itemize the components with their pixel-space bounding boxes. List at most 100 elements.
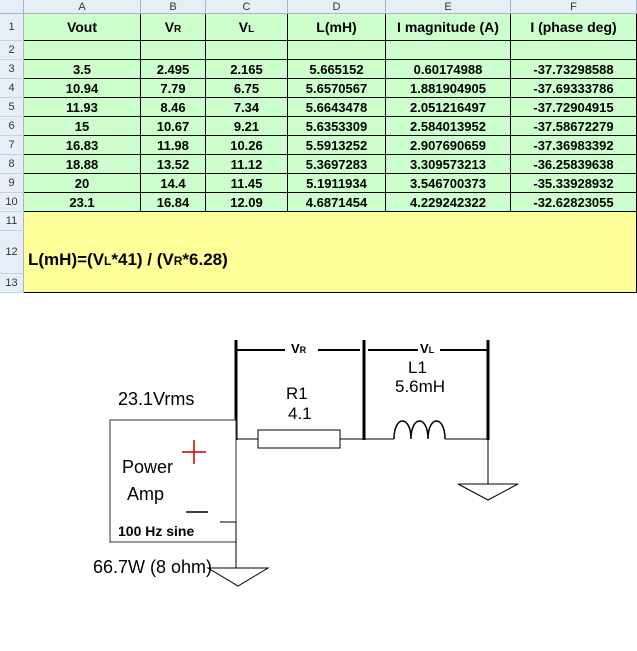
data-cell[interactable]: -37.69333786 — [511, 79, 637, 98]
data-cell[interactable]: 5.6353309 — [288, 117, 386, 136]
data-cell[interactable]: 3.309573213 — [386, 155, 511, 174]
formula-part: *6.28) — [182, 250, 228, 269]
header-cell-i-phase[interactable]: I (phase deg) — [511, 14, 637, 41]
header-vl-main: V — [238, 19, 249, 35]
formula-sub: L — [104, 254, 112, 268]
row-header-5[interactable]: 5 — [0, 98, 24, 117]
header-cell-i-magnitude[interactable]: I magnitude (A) — [386, 14, 511, 41]
data-cell[interactable]: 15 — [24, 117, 141, 136]
inductor-name-label: L1 — [408, 358, 427, 377]
data-cell[interactable]: 5.665152 — [288, 60, 386, 79]
data-cell[interactable]: 2.165 — [206, 60, 288, 79]
formula-area[interactable] — [24, 212, 637, 293]
data-cell[interactable]: 7.79 — [141, 79, 206, 98]
header-cell-inductance[interactable]: L(mH) — [288, 14, 386, 41]
data-cell[interactable]: 12.09 — [206, 193, 288, 212]
data-cell[interactable]: 4.6871454 — [288, 193, 386, 212]
row-header-4[interactable]: 4 — [0, 79, 24, 98]
data-cell[interactable]: 11.98 — [141, 136, 206, 155]
ground-symbol-right — [457, 483, 519, 501]
power-label-1: Power — [122, 457, 174, 477]
empty-cell[interactable] — [511, 41, 637, 60]
signal-label: 100 Hz sine — [118, 523, 195, 539]
header-cell-vr[interactable]: VR — [141, 14, 206, 41]
empty-cell[interactable] — [288, 41, 386, 60]
data-cell[interactable]: 23.1 — [24, 193, 141, 212]
data-cell[interactable]: 2.907690659 — [386, 136, 511, 155]
power-amp-box — [109, 419, 237, 543]
row-header-2[interactable]: 2 — [0, 41, 24, 60]
column-header-c[interactable]: C — [206, 0, 288, 14]
data-cell[interactable]: -32.62823055 — [511, 193, 637, 212]
data-cell[interactable]: -37.58672279 — [511, 117, 637, 136]
row-header-9[interactable]: 9 — [0, 174, 24, 193]
row-header-7[interactable]: 7 — [0, 136, 24, 155]
data-cell[interactable]: 14.4 — [141, 174, 206, 193]
empty-cell[interactable] — [206, 41, 288, 60]
data-cell[interactable]: -35.33928932 — [511, 174, 637, 193]
data-cell[interactable]: 8.46 — [141, 98, 206, 117]
data-cell[interactable]: 7.34 — [206, 98, 288, 117]
column-header-a[interactable]: A — [24, 0, 141, 14]
data-cell[interactable]: 5.3697283 — [288, 155, 386, 174]
power-label-2: Amp — [127, 484, 165, 504]
empty-cell[interactable] — [141, 41, 206, 60]
data-cell[interactable]: 13.52 — [141, 155, 206, 174]
column-header-e[interactable]: E — [386, 0, 511, 14]
data-cell[interactable]: 5.5913252 — [288, 136, 386, 155]
data-cell[interactable]: 5.1911934 — [288, 174, 386, 193]
row-header-12[interactable]: 12 — [0, 231, 24, 274]
resistor-value-label: 4.1 — [288, 404, 312, 423]
row-header-8[interactable]: 8 — [0, 155, 24, 174]
data-cell[interactable]: 16.84 — [141, 193, 206, 212]
data-cell[interactable]: 16.83 — [24, 136, 141, 155]
vr-label: VR — [291, 341, 306, 356]
data-cell[interactable]: 20 — [24, 174, 141, 193]
data-cell[interactable]: 4.229242322 — [386, 193, 511, 212]
data-cell[interactable]: 18.88 — [24, 155, 141, 174]
vl-label-sub: L — [428, 345, 435, 355]
header-cell-vout[interactable]: Vout — [24, 14, 141, 41]
data-cell[interactable]: -37.36983392 — [511, 136, 637, 155]
data-cell[interactable]: 11.93 — [24, 98, 141, 117]
row-header-10[interactable]: 10 — [0, 193, 24, 212]
header-vl-sub: L — [248, 24, 255, 35]
data-cell[interactable]: 9.21 — [206, 117, 288, 136]
data-cell[interactable]: 10.26 — [206, 136, 288, 155]
row-header-3[interactable]: 3 — [0, 60, 24, 79]
data-cell[interactable]: 2.495 — [141, 60, 206, 79]
row-header-6[interactable]: 6 — [0, 117, 24, 136]
formula-part: L(mH)=(V — [28, 250, 105, 269]
data-cell[interactable]: 3.546700373 — [386, 174, 511, 193]
data-cell[interactable]: -37.72904915 — [511, 98, 637, 117]
header-cell-vl[interactable]: VL — [206, 14, 288, 41]
data-cell[interactable]: 10.94 — [24, 79, 141, 98]
resistor-symbol — [257, 429, 341, 449]
column-header-d[interactable]: D — [288, 0, 386, 14]
data-cell[interactable]: 10.67 — [141, 117, 206, 136]
data-cell[interactable]: 2.051216497 — [386, 98, 511, 117]
vl-label-main: V — [420, 341, 429, 356]
data-cell[interactable]: -36.25839638 — [511, 155, 637, 174]
data-cell[interactable]: 1.881904905 — [386, 79, 511, 98]
empty-cell[interactable] — [24, 41, 141, 60]
data-cell[interactable]: 11.45 — [206, 174, 288, 193]
data-cell[interactable]: 0.60174988 — [386, 60, 511, 79]
formula-text: L(mH)=(VL*41) / (VR*6.28) — [28, 250, 228, 270]
column-header-b[interactable]: B — [141, 0, 206, 14]
row-header-1[interactable]: 1 — [0, 14, 24, 41]
data-cell[interactable]: 6.75 — [206, 79, 288, 98]
data-cell[interactable]: 5.6643478 — [288, 98, 386, 117]
data-cell[interactable]: 3.5 — [24, 60, 141, 79]
row-header-13[interactable]: 13 — [0, 274, 24, 293]
source-voltage-label: 23.1Vrms — [118, 389, 195, 409]
column-header-f[interactable]: F — [511, 0, 637, 14]
empty-cell[interactable] — [386, 41, 511, 60]
data-cell[interactable]: 11.12 — [206, 155, 288, 174]
row-header-11[interactable]: 11 — [0, 212, 24, 231]
header-vr-sub: R — [174, 24, 182, 35]
data-cell[interactable]: 5.6570567 — [288, 79, 386, 98]
data-cell[interactable]: -37.73298588 — [511, 60, 637, 79]
corner-cell[interactable] — [0, 0, 24, 14]
data-cell[interactable]: 2.584013952 — [386, 117, 511, 136]
